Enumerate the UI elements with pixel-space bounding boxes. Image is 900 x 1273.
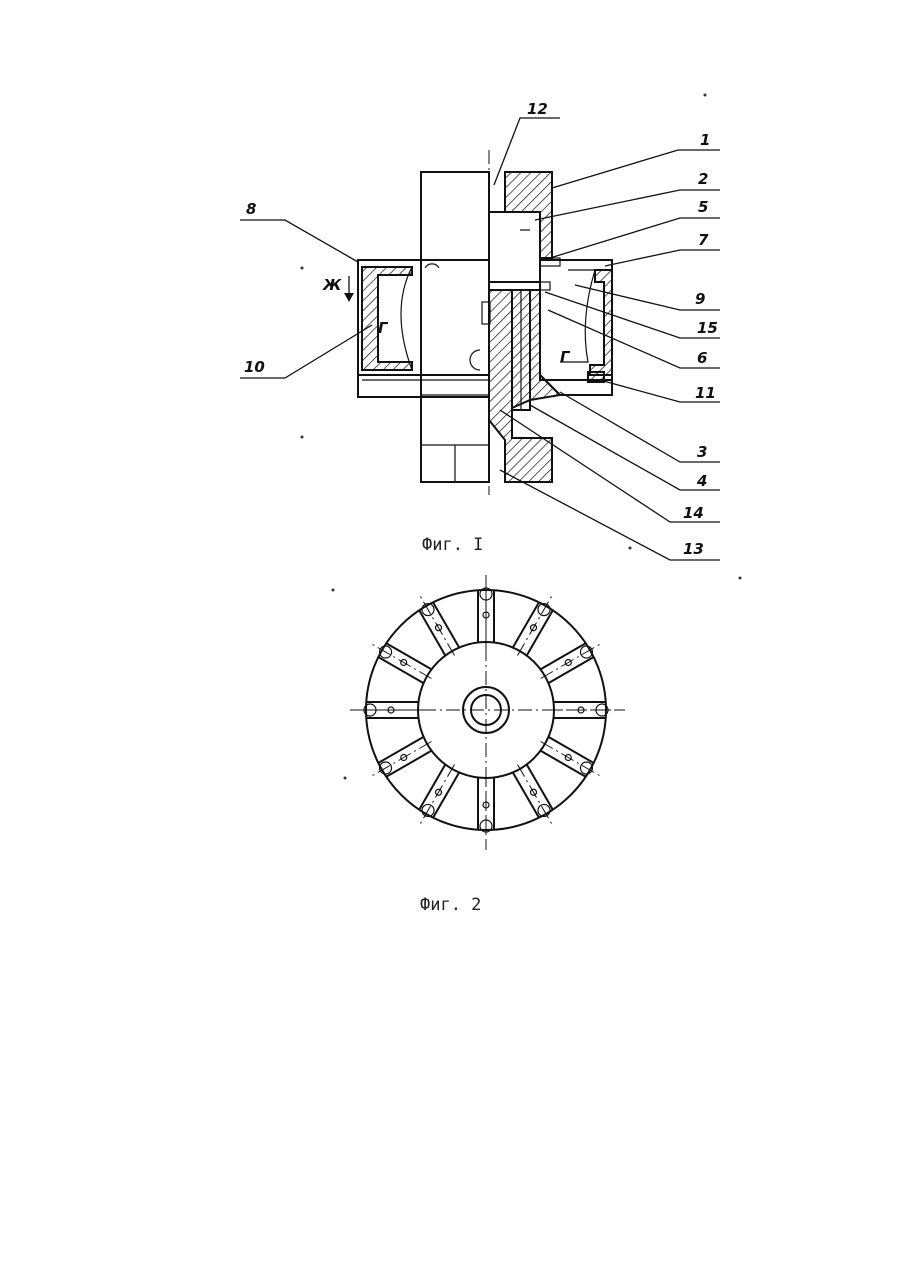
label-7: 7 (698, 231, 709, 249)
label-1: 1 (700, 131, 710, 149)
label-9: 9 (695, 290, 705, 308)
label-5: 5 (698, 198, 708, 216)
cavity-letter-left: Г (378, 319, 389, 337)
piston-block (489, 212, 540, 282)
left-shaft (421, 172, 489, 482)
spoke (369, 737, 431, 777)
spoke (351, 702, 423, 718)
spoke (419, 593, 459, 655)
label-2: 2 (698, 170, 708, 188)
inner-hub (418, 642, 554, 778)
label-8: 8 (246, 200, 256, 218)
label-13: 13 (683, 540, 704, 558)
spoke (369, 643, 431, 683)
figure-2-end-view (350, 575, 625, 850)
spoke (513, 765, 553, 827)
flow-letter: Ж (322, 276, 342, 294)
spokes-group (351, 575, 621, 845)
label-12: 12 (527, 100, 548, 118)
flow-arrow (344, 276, 354, 302)
label-15: 15 (697, 319, 718, 337)
spoke (478, 575, 494, 647)
housing-lower (489, 290, 560, 482)
figure-1-section-view (358, 150, 612, 495)
spoke (549, 702, 621, 718)
label-3: 3 (697, 443, 707, 461)
label-11: 11 (695, 384, 716, 402)
label-4: 4 (696, 472, 707, 490)
spoke (419, 765, 459, 827)
spoke (478, 773, 494, 845)
cavity-letter-right: Г (560, 348, 571, 366)
spoke (541, 737, 603, 777)
label-14: 14 (683, 504, 704, 522)
figure-1-caption: Фиг. I (422, 535, 483, 555)
spoke (513, 593, 553, 655)
label-6: 6 (697, 349, 707, 367)
figure-2-caption: Фиг. 2 (420, 895, 481, 915)
label-10: 10 (244, 358, 265, 376)
housing-upper (505, 172, 552, 258)
part-labels: 12 1 2 5 7 9 15 6 11 3 4 14 13 (240, 100, 720, 560)
right-hatched-ring (590, 270, 612, 375)
spoke (541, 643, 603, 683)
